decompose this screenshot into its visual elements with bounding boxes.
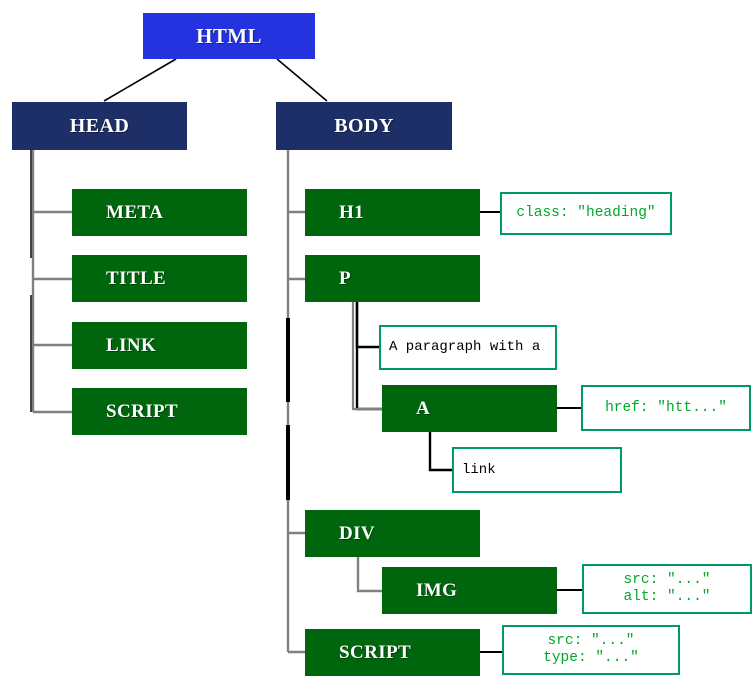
- node-h1[interactable]: H1: [305, 189, 480, 236]
- node-label: IMG: [416, 579, 458, 601]
- edge-html-head: [103, 58, 177, 102]
- node-html[interactable]: HTML: [143, 13, 315, 59]
- node-label: LINK: [106, 334, 157, 356]
- node-meta[interactable]: META: [72, 189, 247, 236]
- node-script1[interactable]: SCRIPT: [72, 388, 247, 435]
- attrbox-s2-attrs: src: "..."type: "...": [502, 625, 680, 675]
- attrbox-p-text: A paragraph with a: [379, 325, 557, 370]
- node-label: HTML: [196, 23, 262, 48]
- attrbox-line: src: "...": [623, 572, 711, 588]
- attrbox-line: type: "...": [543, 650, 639, 666]
- node-label: H1: [339, 201, 365, 223]
- a-text-edge: [428, 432, 452, 472]
- node-img[interactable]: IMG: [382, 567, 557, 614]
- node-label: META: [106, 201, 164, 223]
- p-to-a-gray: [351, 302, 382, 411]
- p-subtree-edges-gray: [351, 302, 382, 411]
- body-spine: [286, 150, 305, 654]
- node-label: P: [339, 267, 352, 289]
- node-label: SCRIPT: [339, 641, 412, 663]
- attrbox-line: link: [462, 461, 496, 478]
- node-a[interactable]: A: [382, 385, 557, 432]
- node-label: TITLE: [106, 267, 167, 289]
- attrbox-line: src: "...": [547, 633, 635, 649]
- node-link[interactable]: LINK: [72, 322, 247, 369]
- node-head[interactable]: HEAD: [12, 102, 187, 150]
- edge-html-body: [276, 58, 328, 102]
- attrbox-a-attrs: href: "htt...": [581, 385, 751, 431]
- node-label: A: [416, 397, 431, 419]
- node-p[interactable]: P: [305, 255, 480, 302]
- root-edges: [103, 58, 328, 102]
- node-div[interactable]: DIV: [305, 510, 480, 557]
- attrbox-line: href: "htt...": [605, 399, 727, 416]
- attrbox-line: A paragraph with a: [389, 339, 541, 355]
- attrbox-img-attrs: src: "..."alt: "...": [582, 564, 752, 614]
- attrbox-line: class: "heading": [516, 205, 656, 221]
- attrbox-h1-attrs: class: "heading": [500, 192, 672, 235]
- node-body[interactable]: BODY: [276, 102, 452, 150]
- node-script2[interactable]: SCRIPT: [305, 629, 480, 676]
- node-label: DIV: [339, 522, 376, 544]
- node-label: BODY: [334, 114, 394, 137]
- p-to-text: [355, 302, 379, 349]
- node-title[interactable]: TITLE: [72, 255, 247, 302]
- node-label: SCRIPT: [106, 400, 179, 422]
- head-spine: [31, 150, 72, 414]
- attrbox-line: alt: "...": [623, 589, 711, 605]
- node-label: HEAD: [69, 114, 130, 137]
- div-img-edge: [356, 557, 382, 593]
- attrbox-a-text: link: [452, 447, 622, 493]
